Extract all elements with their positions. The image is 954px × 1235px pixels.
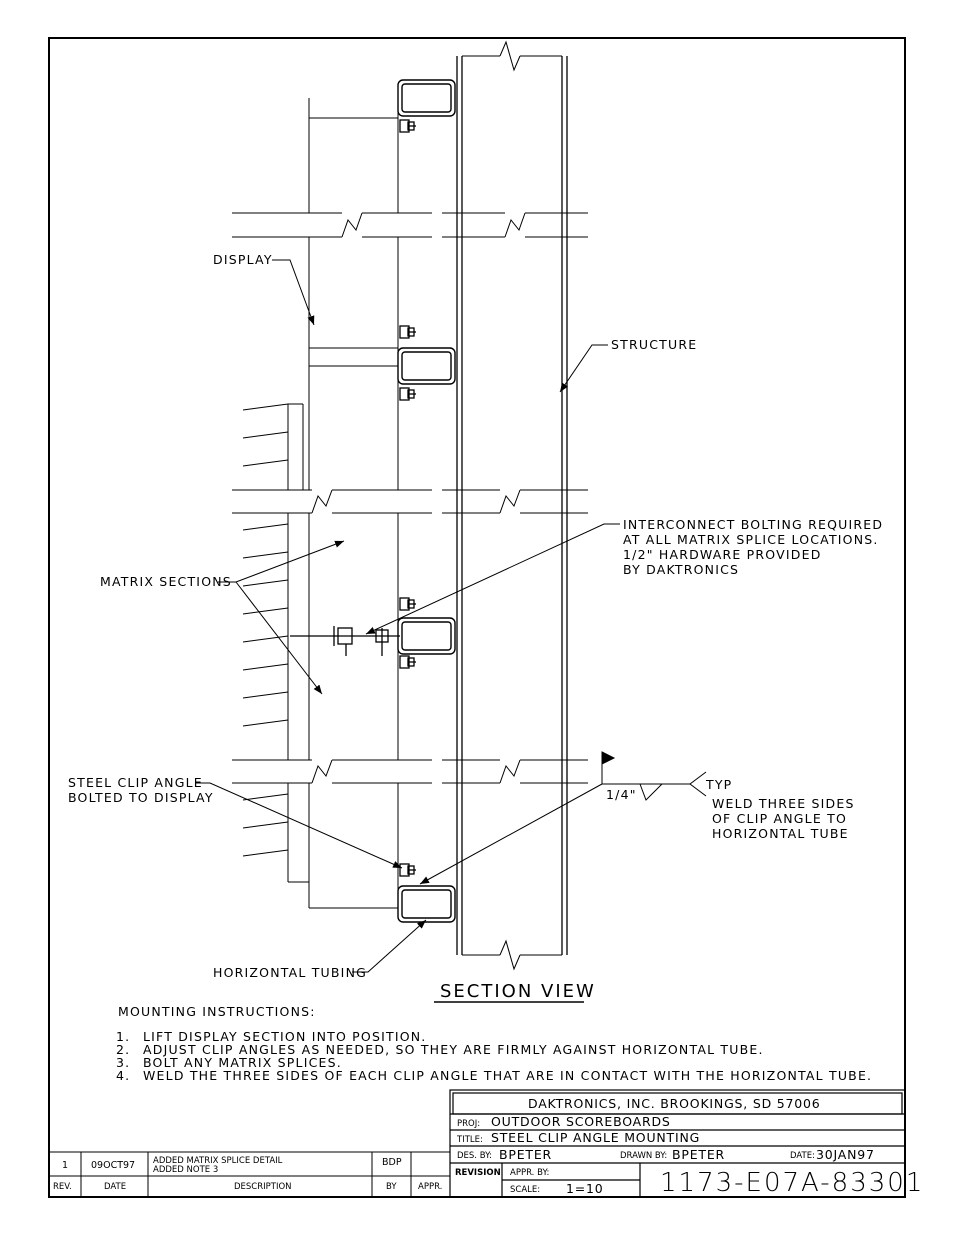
rev-date-cell: 09OCT97 (91, 1160, 135, 1171)
revision-table: 1 09OCT97 ADDED MATRIX SPLICE DETAIL ADD… (49, 1151, 450, 1197)
horizontal-tubing-label: HORIZONTAL TUBING (213, 965, 367, 980)
proj-label: PROJ: (457, 1119, 480, 1129)
title-block: DAKTRONICS, INC. BROOKINGS, SD 57006 PRO… (449, 1089, 924, 1198)
weld-size-label: 1/4" (606, 787, 637, 802)
display-label: DISPLAY (213, 252, 273, 267)
appr-header: APPR. (418, 1182, 442, 1192)
structure-label: STRUCTURE (611, 337, 697, 352)
instruction-text-1: LIFT DISPLAY SECTION INTO POSITION. (143, 1029, 426, 1044)
rev-cell: 1 (62, 1160, 68, 1171)
weld-note-line-1: WELD THREE SIDES (712, 796, 855, 811)
instruction-num-4: 4. (116, 1068, 130, 1083)
interconnect-line-1: INTERCONNECT BOLTING REQUIRED (623, 517, 883, 532)
date-label: DATE: (790, 1151, 815, 1161)
mounting-instructions: MOUNTING INSTRUCTIONS: 1. LIFT DISPLAY S… (116, 1004, 872, 1083)
instruction-num-2: 2. (116, 1042, 130, 1057)
drawing-date: 30JAN97 (816, 1147, 875, 1162)
title-label: TITLE: (456, 1135, 483, 1145)
revision-label: REVISION (455, 1168, 501, 1178)
instructions-heading: MOUNTING INSTRUCTIONS: (118, 1004, 316, 1019)
interconnect-line-3: 1/2" HARDWARE PROVIDED (623, 547, 822, 562)
interconnect-line-2: AT ALL MATRIX SPLICE LOCATIONS. (623, 532, 879, 547)
date-header: DATE (104, 1182, 126, 1192)
instruction-text-3: BOLT ANY MATRIX SPLICES. (143, 1055, 342, 1070)
section-view-title: SECTION VIEW (440, 981, 596, 1002)
rev-desc-line-2: ADDED NOTE 3 (153, 1165, 218, 1175)
instruction-num-3: 3. (116, 1055, 130, 1070)
interconnect-line-4: BY DAKTRONICS (623, 562, 739, 577)
drawing-title: STEEL CLIP ANGLE MOUNTING (491, 1130, 700, 1145)
weld-note-line-2: OF CLIP ANGLE TO (712, 811, 847, 826)
appr-by-label: APPR. BY: (510, 1168, 549, 1178)
weld-note-line-3: HORIZONTAL TUBE (712, 826, 849, 841)
scale-value: 1=10 (566, 1181, 604, 1196)
rev-desc-line-1: ADDED MATRIX SPLICE DETAIL (153, 1156, 283, 1166)
section-view-geometry (195, 40, 707, 1003)
matrix-sections-label: MATRIX SECTIONS (100, 574, 232, 589)
des-by-label: DES. BY: (457, 1151, 492, 1161)
instruction-text-2: ADJUST CLIP ANGLES AS NEEDED, SO THEY AR… (143, 1042, 764, 1057)
typ-label: TYP (705, 777, 732, 792)
clip-angle-line-1: STEEL CLIP ANGLE (68, 775, 203, 790)
drawing-number: 1173-E07A-83301 (660, 1168, 924, 1198)
scale-label: SCALE: (510, 1185, 540, 1195)
project-name: OUTDOOR SCOREBOARDS (491, 1114, 671, 1129)
by-header: BY (386, 1182, 397, 1192)
instruction-num-1: 1. (116, 1029, 130, 1044)
description-header: DESCRIPTION (234, 1182, 292, 1192)
company-line: DAKTRONICS, INC. BROOKINGS, SD 57006 (528, 1096, 821, 1111)
drawn-by-label: DRAWN BY: (620, 1151, 667, 1161)
drafter: BPETER (672, 1147, 725, 1162)
instruction-text-4: WELD THE THREE SIDES OF EACH CLIP ANGLE … (143, 1068, 872, 1083)
clip-angle-line-2: BOLTED TO DISPLAY (68, 790, 214, 805)
rev-by-cell: BDP (382, 1157, 402, 1168)
annotation-labels: DISPLAY STRUCTURE INTERCONNECT BOLTING R… (68, 252, 883, 1002)
sheet-border (48, 37, 906, 1198)
designer: BPETER (499, 1147, 552, 1162)
rev-header: REV. (53, 1182, 72, 1192)
